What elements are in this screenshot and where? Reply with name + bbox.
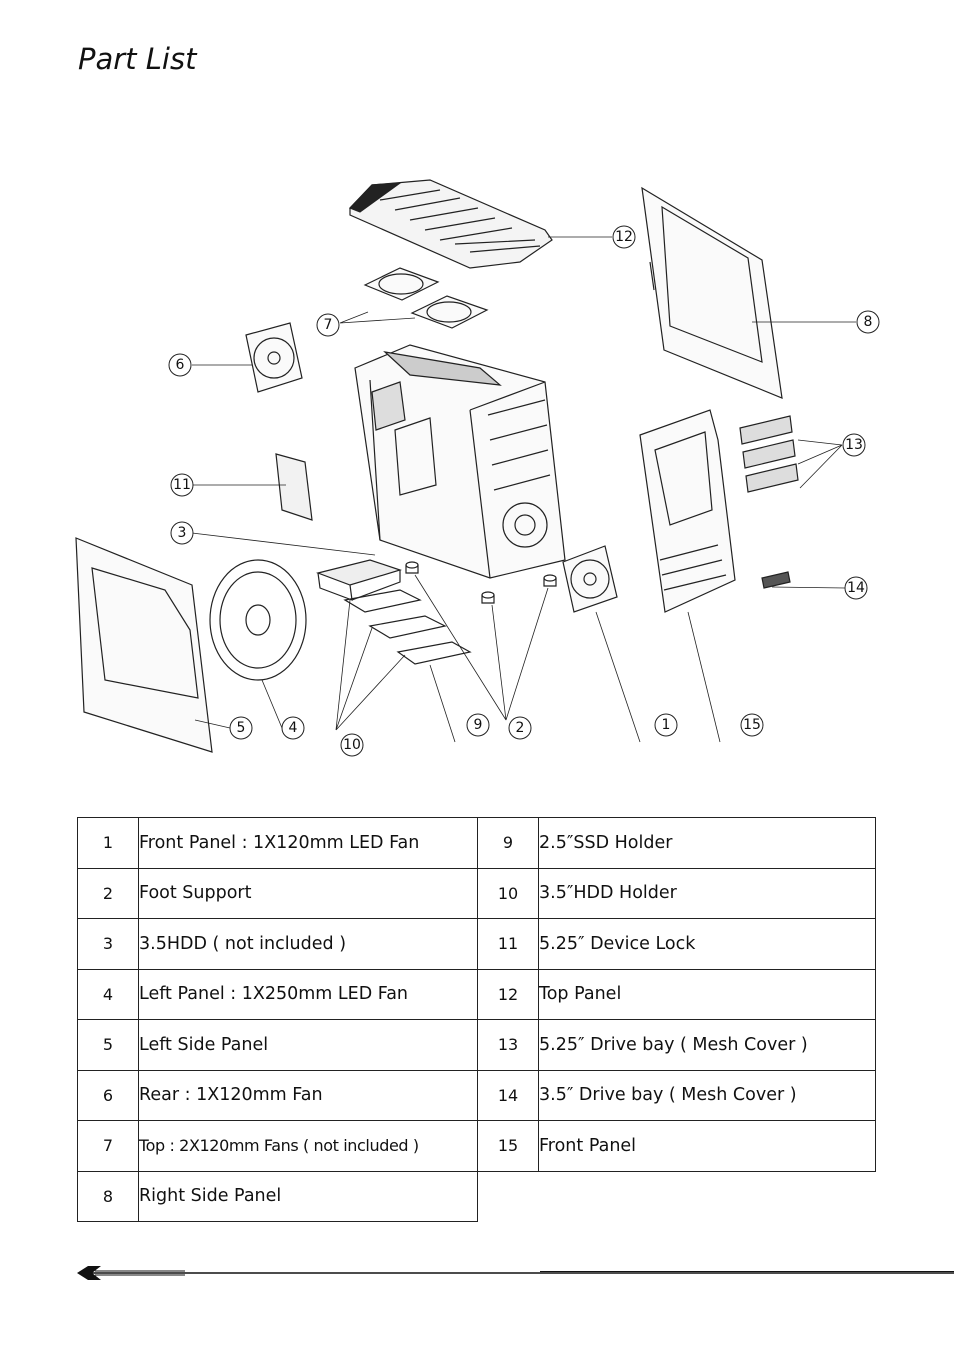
callout-label-6: 6 [176, 357, 185, 373]
callout-label-10: 10 [343, 737, 361, 753]
callout-label-13: 13 [845, 437, 863, 453]
rear-fan-drawing [245, 322, 303, 393]
empty-cell [477, 1170, 539, 1222]
callout-label-1: 1 [662, 717, 671, 733]
hdd-holders-drawing [343, 589, 472, 665]
table-row: 6 Rear : 1X120mm Fan 14 3.5″ Drive bay (… [77, 1069, 876, 1121]
big-fan-drawing [209, 559, 307, 681]
part-description: Right Side Panel [138, 1170, 478, 1222]
hdd-drawing [315, 559, 402, 601]
callout-14 [844, 576, 868, 600]
empty-cell [538, 1170, 876, 1222]
callout-3 [170, 521, 194, 545]
callout-2 [508, 716, 532, 740]
table-row: 7 Top : 2X120mm Fans ( not included ) 15… [77, 1120, 876, 1172]
part-number: 6 [77, 1069, 139, 1121]
exploded-view-diagram: 12 8 7 6 13 11 3 14 5 4 9 2 1 15 10 [75, 179, 880, 757]
part-description: Left Panel : 1X250mm LED Fan [138, 968, 478, 1020]
callout-labels: 12 8 7 6 13 11 3 14 5 4 9 2 1 15 10 [173, 229, 872, 753]
front-fan-drawing [562, 545, 618, 613]
part-number: 2 [77, 867, 139, 919]
part-description: Left Side Panel [138, 1019, 478, 1071]
part-description: Foot Support [138, 867, 478, 919]
mesh-cover-35-drawing [761, 571, 791, 589]
left-side-panel-drawing [75, 537, 213, 753]
callout-label-3: 3 [178, 525, 187, 541]
table-row: 1 Front Panel : 1X120mm LED Fan 9 2.5″SS… [77, 817, 876, 869]
footer-rule [77, 1266, 954, 1280]
callout-11 [170, 473, 194, 497]
callout-label-5: 5 [237, 720, 246, 736]
callout-9 [466, 713, 490, 737]
callout-7 [316, 313, 340, 337]
page-title: Part List [78, 42, 197, 76]
callout-12 [612, 225, 636, 249]
part-description: Rear : 1X120mm Fan [138, 1069, 478, 1121]
part-number: 7 [77, 1120, 139, 1172]
part-number: 14 [477, 1069, 539, 1121]
part-description: 3.5″ Drive bay ( Mesh Cover ) [538, 1069, 876, 1121]
part-number: 10 [477, 867, 539, 919]
top-fans-drawing [363, 267, 489, 329]
arrow-left-icon [77, 1266, 101, 1280]
part-number: 3 [77, 918, 139, 970]
device-lock-drawing [275, 453, 313, 521]
part-number: 5 [77, 1019, 139, 1071]
part-description: 2.5″SSD Holder [538, 817, 876, 869]
callout-10 [340, 733, 364, 757]
table-row: 2 Foot Support 10 3.5″HDD Holder [77, 867, 876, 919]
part-description: 5.25″ Drive bay ( Mesh Cover ) [538, 1019, 876, 1071]
part-description: 3.5″HDD Holder [538, 867, 876, 919]
part-description: 5.25″ Device Lock [538, 918, 876, 970]
foot-supports-drawing [405, 561, 557, 604]
callout-8 [856, 310, 880, 334]
callouts [168, 225, 880, 757]
callout-label-14: 14 [847, 580, 865, 596]
callout-label-12: 12 [615, 229, 633, 245]
callout-6 [168, 353, 192, 377]
callout-label-11: 11 [173, 477, 191, 493]
callout-13 [842, 433, 866, 457]
part-description: Top : 2X120mm Fans ( not included ) [138, 1120, 478, 1172]
callout-label-8: 8 [864, 314, 873, 330]
callout-label-7: 7 [324, 317, 333, 333]
part-number: 4 [77, 968, 139, 1020]
table-row: 8 Right Side Panel [77, 1170, 876, 1222]
callout-label-15: 15 [743, 717, 761, 733]
callout-label-4: 4 [289, 720, 298, 736]
part-description: Front Panel : 1X120mm LED Fan [138, 817, 478, 869]
callout-label-9: 9 [474, 717, 483, 733]
right-side-panel-drawing [641, 186, 783, 399]
front-panel-drawing [639, 409, 736, 613]
top-panel-drawing [348, 179, 553, 269]
callout-5 [229, 716, 253, 740]
part-number: 8 [77, 1170, 139, 1222]
table-row: 3 3.5HDD ( not included ) 11 5.25″ Devic… [77, 918, 876, 970]
leader-lines [191, 236, 856, 743]
part-number: 9 [477, 817, 539, 869]
part-number: 11 [477, 918, 539, 970]
table-row: 4 Left Panel : 1X250mm LED Fan 12 Top Pa… [77, 968, 876, 1020]
part-number: 13 [477, 1019, 539, 1071]
part-description: 3.5HDD ( not included ) [138, 918, 478, 970]
callout-1 [654, 713, 678, 737]
callout-4 [281, 716, 305, 740]
callout-15 [740, 713, 764, 737]
callout-label-2: 2 [516, 720, 525, 736]
part-number: 12 [477, 968, 539, 1020]
mesh-covers-drawing [739, 415, 799, 493]
part-number: 15 [477, 1120, 539, 1172]
table-row: 5 Left Side Panel 13 5.25″ Drive bay ( M… [77, 1019, 876, 1071]
part-description: Top Panel [538, 968, 876, 1020]
part-description: Front Panel [538, 1120, 876, 1172]
part-number: 1 [77, 817, 139, 869]
parts-table: 1 Front Panel : 1X120mm LED Fan 9 2.5″SS… [77, 817, 876, 1222]
chassis-drawing [354, 344, 566, 579]
